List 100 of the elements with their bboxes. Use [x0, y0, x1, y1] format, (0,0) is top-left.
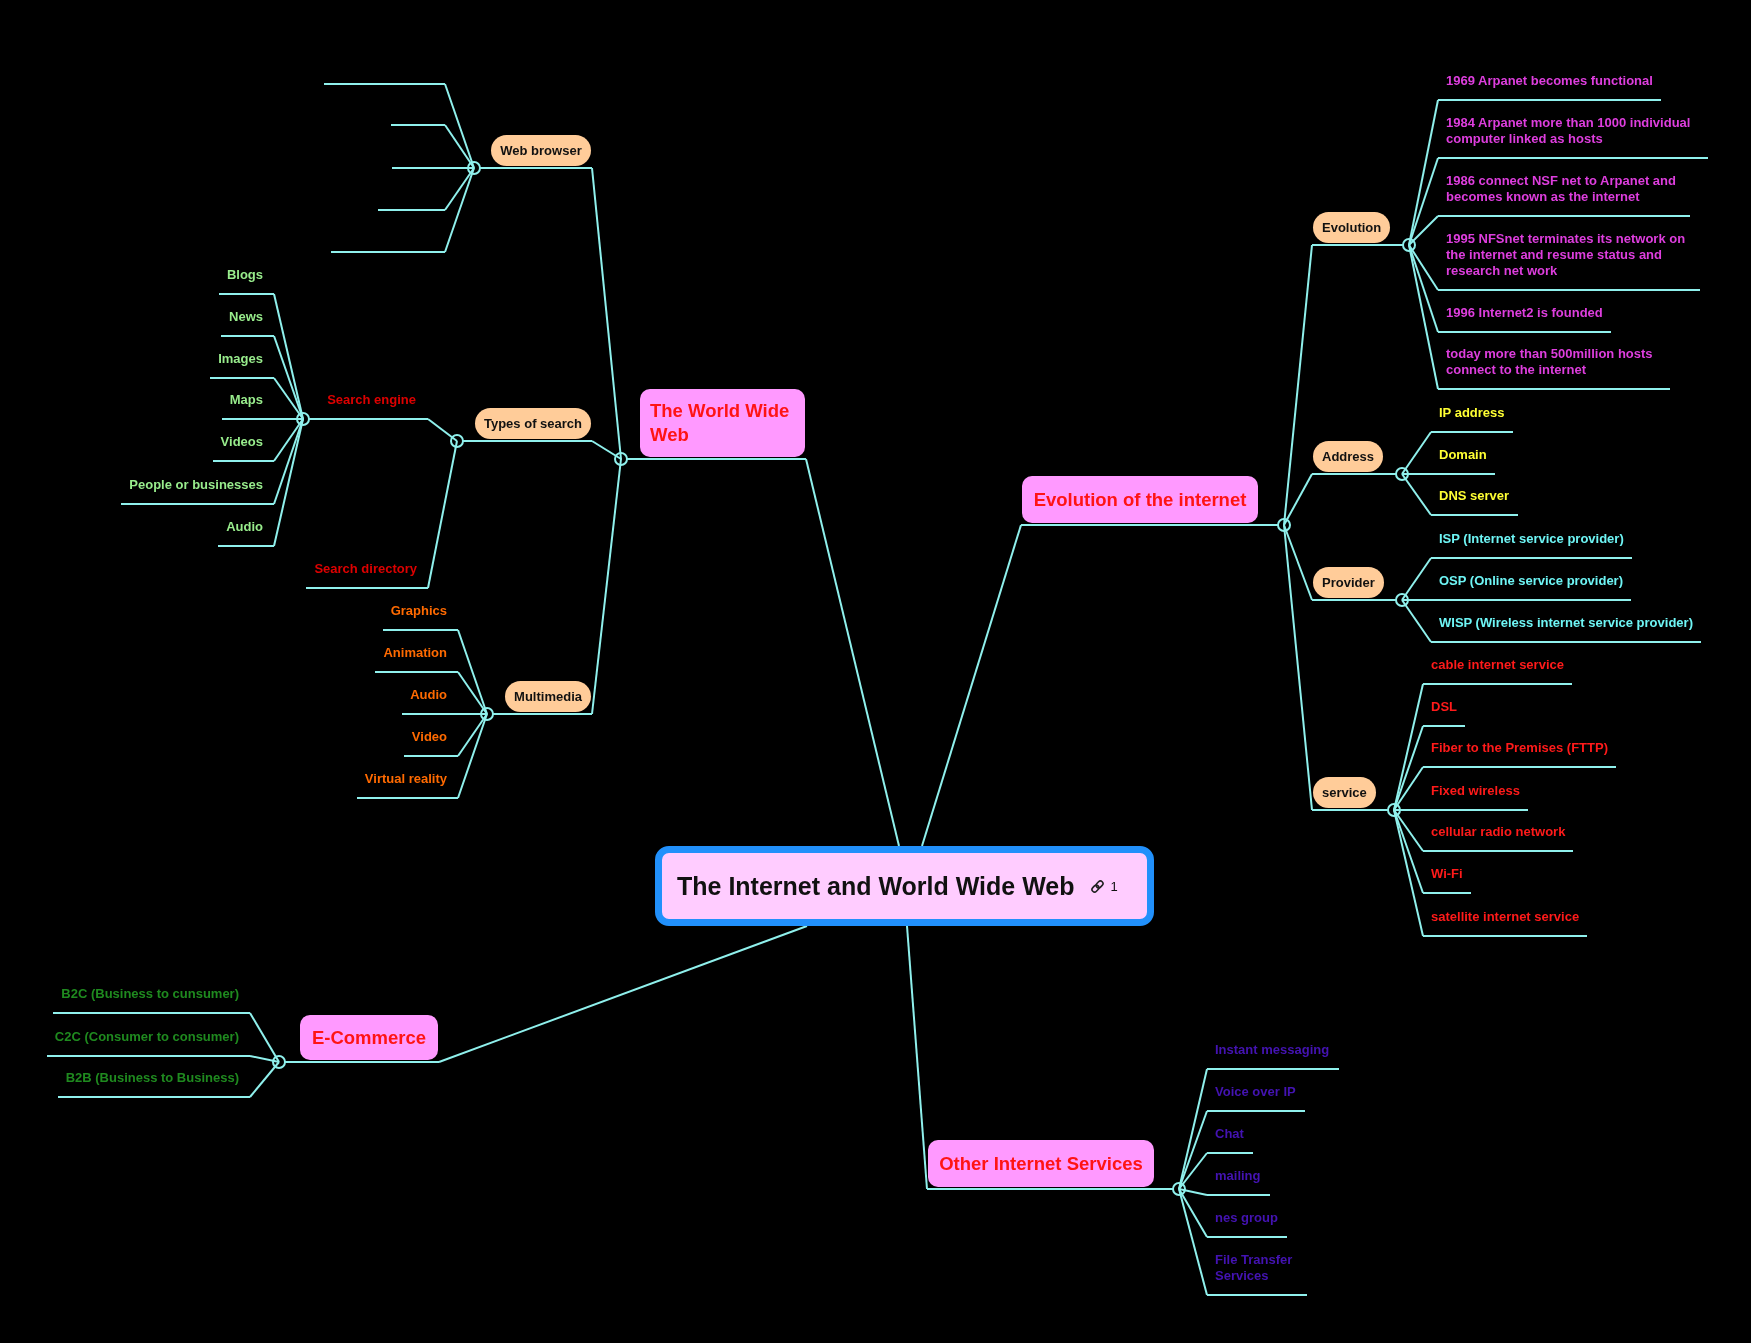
connector-line [1178, 1188, 1208, 1196]
leaf-topic: Maps [221, 388, 274, 420]
connector-line [1393, 725, 1424, 811]
connector-line [626, 458, 807, 460]
leaf-topic: B2B (Business to Business) [57, 1066, 250, 1098]
subtopic: service [1313, 777, 1376, 808]
leaf-topic: Images [210, 347, 274, 379]
subtopic: Address [1313, 441, 1384, 472]
leaf-topic: today more than 500million hosts connect to the internet [1438, 342, 1670, 390]
connector-line [1408, 244, 1439, 291]
connector-line [1393, 809, 1424, 811]
leaf-topic: Fixed wireless [1423, 779, 1528, 811]
central-topic-title: The Internet and World Wide Web [677, 871, 1075, 901]
connector-line [444, 167, 475, 169]
connector-line [1393, 766, 1424, 811]
connector-line [1408, 99, 1439, 246]
connector-line [462, 440, 593, 442]
connector-line [1408, 244, 1439, 390]
leaf-topic: satellite internet service [1423, 905, 1588, 937]
leaf-topic: IP address [1431, 401, 1513, 433]
connector-line [1401, 599, 1432, 643]
connector-line [1393, 809, 1424, 937]
connector-line [457, 671, 488, 715]
connector-line [1311, 809, 1389, 811]
connector-line [1311, 244, 1404, 246]
leaf-topic: Fiber to the Premises (FTTP) [1423, 736, 1616, 768]
connector-line [479, 167, 593, 169]
connector-line [1178, 1188, 1208, 1296]
branch-topic: Search engine [309, 388, 428, 417]
leaf-topic: OSP (Online service provider) [1431, 569, 1631, 601]
connector-line [1283, 473, 1313, 526]
leaf-topic: Voice over IP [1207, 1080, 1305, 1112]
connector-line [1393, 809, 1424, 852]
connector-line [444, 83, 475, 169]
leaf-topic: 1996 Internet2 is founded [1438, 301, 1611, 333]
leaf-topic: Videos [212, 430, 274, 462]
leaf-topic: 1969 Arpanet becomes functional [1438, 69, 1661, 101]
connector-line [1401, 473, 1432, 475]
subtopic: Web browser [491, 135, 591, 166]
leaf-topic: Audio [218, 515, 274, 547]
connector-line [457, 713, 488, 715]
connector-line [249, 1012, 280, 1063]
connector-line [444, 167, 475, 211]
leaf-topic: C2C (Consumer to consumer) [46, 1025, 250, 1057]
connector-line [492, 713, 593, 715]
leaf-topic: 1984 Arpanet more than 1000 individual computer linked as hosts [1438, 111, 1708, 159]
connector-line [1311, 599, 1397, 601]
connector-line [1178, 1152, 1208, 1190]
connector-line [444, 124, 475, 169]
connector-line [457, 713, 488, 757]
connector-line [284, 1061, 440, 1063]
leaf-topic: DNS server [1431, 484, 1518, 516]
connector-line [1283, 524, 1313, 811]
leaf-topic: nes group [1207, 1206, 1287, 1238]
leaf-topic: 1995 NFSnet terminates its network on the internet and resume status and research net work [1438, 227, 1700, 291]
connector-line [249, 1061, 280, 1098]
branch-line [378, 209, 445, 211]
connector-line [1311, 473, 1397, 475]
connector-line [1408, 244, 1439, 333]
connector-line [591, 458, 622, 715]
leaf-topic: Chat [1207, 1122, 1253, 1154]
connector-line [591, 167, 622, 460]
connector-line [457, 629, 488, 715]
connector-line [1020, 524, 1279, 526]
connector-line [1401, 431, 1432, 475]
connector-line [457, 713, 488, 799]
connector-line [805, 458, 900, 847]
connector-line [591, 440, 622, 460]
connector-line [1283, 244, 1313, 526]
leaf-topic: mailing [1207, 1164, 1270, 1196]
leaf-topic: Animation [375, 641, 458, 673]
subtopic: Provider [1313, 567, 1384, 598]
connector-line [926, 1188, 1174, 1190]
connector-line [273, 335, 304, 420]
link-count: 1 [1110, 878, 1118, 894]
branch-line [391, 124, 445, 126]
main-topic: Evolution of the internet [1022, 476, 1258, 523]
connector-line [1178, 1110, 1208, 1190]
leaf-topic: cellular radio network [1423, 820, 1574, 852]
leaf-topic: 1986 connect NSF net to Arpanet and becomes known as the internet [1438, 169, 1690, 217]
leaf-topic: Graphics [382, 599, 458, 631]
branch-line [392, 167, 445, 169]
connector-line [1401, 599, 1432, 601]
leaf-topic: People or businesses [121, 473, 274, 505]
connector-line [438, 925, 808, 1063]
connector-line [1283, 524, 1313, 601]
connector-line [308, 418, 429, 420]
connector-line [444, 167, 475, 253]
main-topic: The World Wide Web [640, 389, 805, 457]
connector-line [249, 1055, 280, 1063]
connector-line [1408, 215, 1439, 246]
leaf-topic: cable internet service [1423, 653, 1572, 685]
connector-line [1401, 473, 1432, 516]
leaf-topic: Search directory [306, 557, 428, 589]
branch-line [324, 83, 445, 85]
connector-line [273, 377, 304, 420]
connector-line [427, 418, 458, 442]
leaf-topic: Domain [1431, 443, 1495, 475]
connector-line [906, 925, 928, 1190]
leaf-topic: WISP (Wireless internet service provider) [1431, 611, 1701, 643]
